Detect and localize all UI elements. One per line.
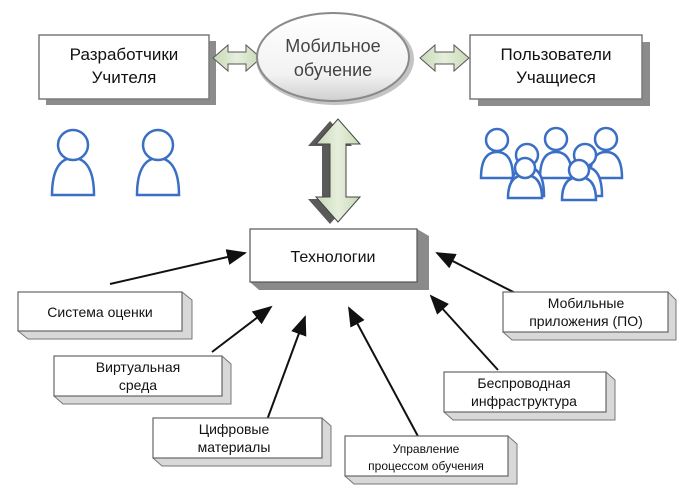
connector-arrows xyxy=(109,249,526,441)
left-double-arrow xyxy=(212,43,262,73)
students-label: Учащиеся xyxy=(516,68,596,87)
teachers-label: Учителя xyxy=(92,68,157,87)
person-icon xyxy=(560,158,598,202)
virtual-env-line1: Виртуальная xyxy=(96,359,180,375)
assessment-label: Система оценки xyxy=(47,304,152,320)
digital-materials-line2: материалы xyxy=(198,439,271,455)
technologies-label: Технологии xyxy=(291,249,376,266)
arrow-mobile-apps xyxy=(435,252,526,299)
mobile-apps-line2: приложения (ПО) xyxy=(529,313,643,329)
arrow-assessment xyxy=(109,249,247,285)
learning-management-line2: процессом обучения xyxy=(368,459,484,473)
mobile-learning-ellipse: Мобильное обучение xyxy=(256,12,414,105)
developers-label: Разработчики xyxy=(70,45,179,64)
wireless-line2: инфраструктура xyxy=(471,393,577,409)
mobile-label: Мобильное xyxy=(285,36,380,56)
teachers-people-icons xyxy=(50,128,181,197)
users-students-box: Пользователи Учащиеся xyxy=(469,34,650,106)
assessment-system-box: Система оценки xyxy=(17,291,193,340)
learning-label: обучение xyxy=(294,60,372,80)
wireless-infrastructure-box: Беспроводная инфраструктура xyxy=(443,371,616,421)
technologies-box: Технологии xyxy=(249,228,429,290)
person-icon xyxy=(538,126,574,180)
learning-management-box: Управление процессом обучения xyxy=(344,435,518,485)
mobile-apps-line1: Мобильные xyxy=(548,295,625,311)
person-icon xyxy=(135,128,181,197)
mobile-apps-box: Мобильные приложения (ПО) xyxy=(502,291,677,341)
digital-materials-box: Цифровые материалы xyxy=(152,417,332,467)
developers-teachers-box: Разработчики Учителя xyxy=(38,34,216,105)
person-icon xyxy=(506,156,544,200)
wireless-line1: Беспроводная xyxy=(477,375,570,391)
arrow-digital-materials xyxy=(266,315,307,421)
vertical-double-arrow xyxy=(308,118,362,224)
person-icon xyxy=(50,128,96,197)
users-label: Пользователи xyxy=(501,45,612,64)
arrow-virtual-env xyxy=(211,305,273,353)
learning-management-line1: Управление xyxy=(393,442,460,456)
virtual-env-line2: среда xyxy=(119,377,157,393)
arrow-wireless-infra xyxy=(429,294,499,371)
right-double-arrow xyxy=(419,43,470,73)
students-people-icons xyxy=(479,126,624,202)
arrow-learning-management xyxy=(348,306,421,441)
person-icon xyxy=(479,127,515,180)
digital-materials-line1: Цифровые xyxy=(199,421,270,437)
virtual-environment-box: Виртуальная среда xyxy=(53,355,232,405)
